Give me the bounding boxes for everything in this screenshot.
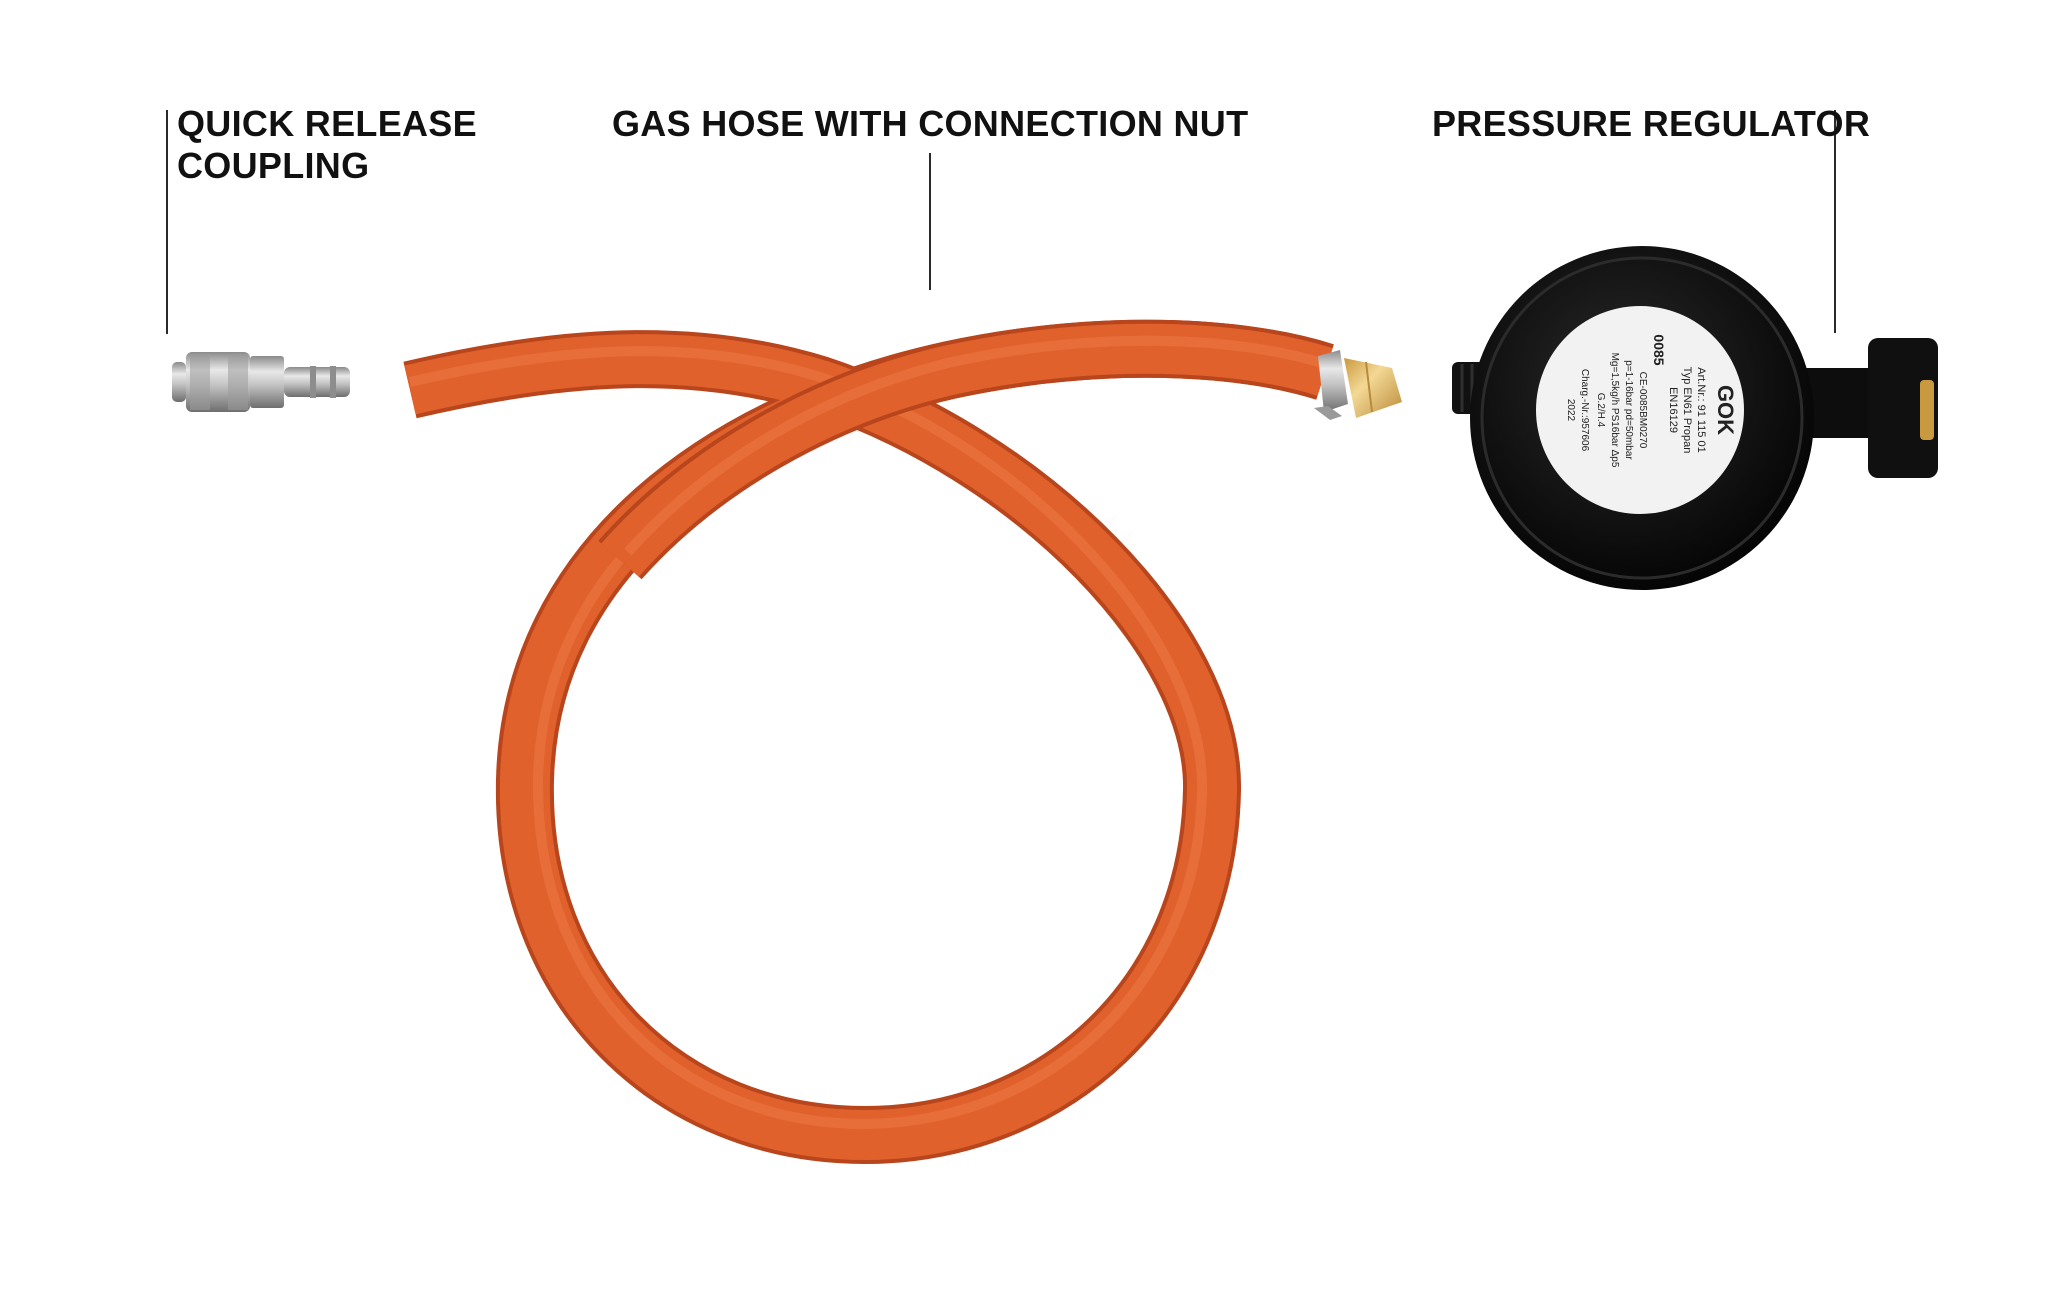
plate-gas-cat: G.2/H.4 bbox=[1595, 393, 1606, 428]
hose-label: GAS HOSE WITH CONNECTION NUT bbox=[612, 103, 1249, 144]
gas-hose bbox=[403, 319, 1402, 1165]
regulator-label: PRESSURE REGULATOR bbox=[1432, 103, 1871, 144]
plate-pressure: p=1-16bar pd=50mbar bbox=[1623, 360, 1634, 460]
connection-nut bbox=[1314, 350, 1402, 420]
coupling-label: QUICK RELEASE COUPLING bbox=[177, 103, 477, 187]
plate-year: 2022 bbox=[1565, 399, 1576, 422]
pressure-regulator: GOK Art.Nr.: 91 115 01 Typ EN61 Propan E… bbox=[1452, 246, 1938, 590]
hose-leader-line bbox=[929, 153, 931, 290]
plate-flow: Mg=1,5kg/h PS16bar Δp5 bbox=[1609, 353, 1620, 468]
plate-norm: EN16129 bbox=[1667, 387, 1679, 433]
plate-ce-number: 0085 bbox=[1651, 334, 1667, 365]
plate-art-nr: Art.Nr.: 91 115 01 bbox=[1695, 367, 1707, 452]
regulator-label-disk bbox=[1536, 306, 1744, 514]
regulator-leader-line bbox=[1834, 110, 1836, 333]
quick-release-coupling bbox=[172, 352, 350, 412]
coupling-label-line1: QUICK RELEASE bbox=[177, 103, 477, 144]
plate-ce-code: CE-0085BM0270 bbox=[1637, 372, 1648, 449]
coupling-label-line2: COUPLING bbox=[177, 145, 370, 186]
coupling-leader-line bbox=[166, 110, 168, 334]
plate-charge: Charg.-Nr.:957606 bbox=[1579, 369, 1590, 452]
plate-brand: GOK bbox=[1713, 385, 1738, 435]
plate-typ: Typ EN61 Propan bbox=[1681, 367, 1693, 454]
